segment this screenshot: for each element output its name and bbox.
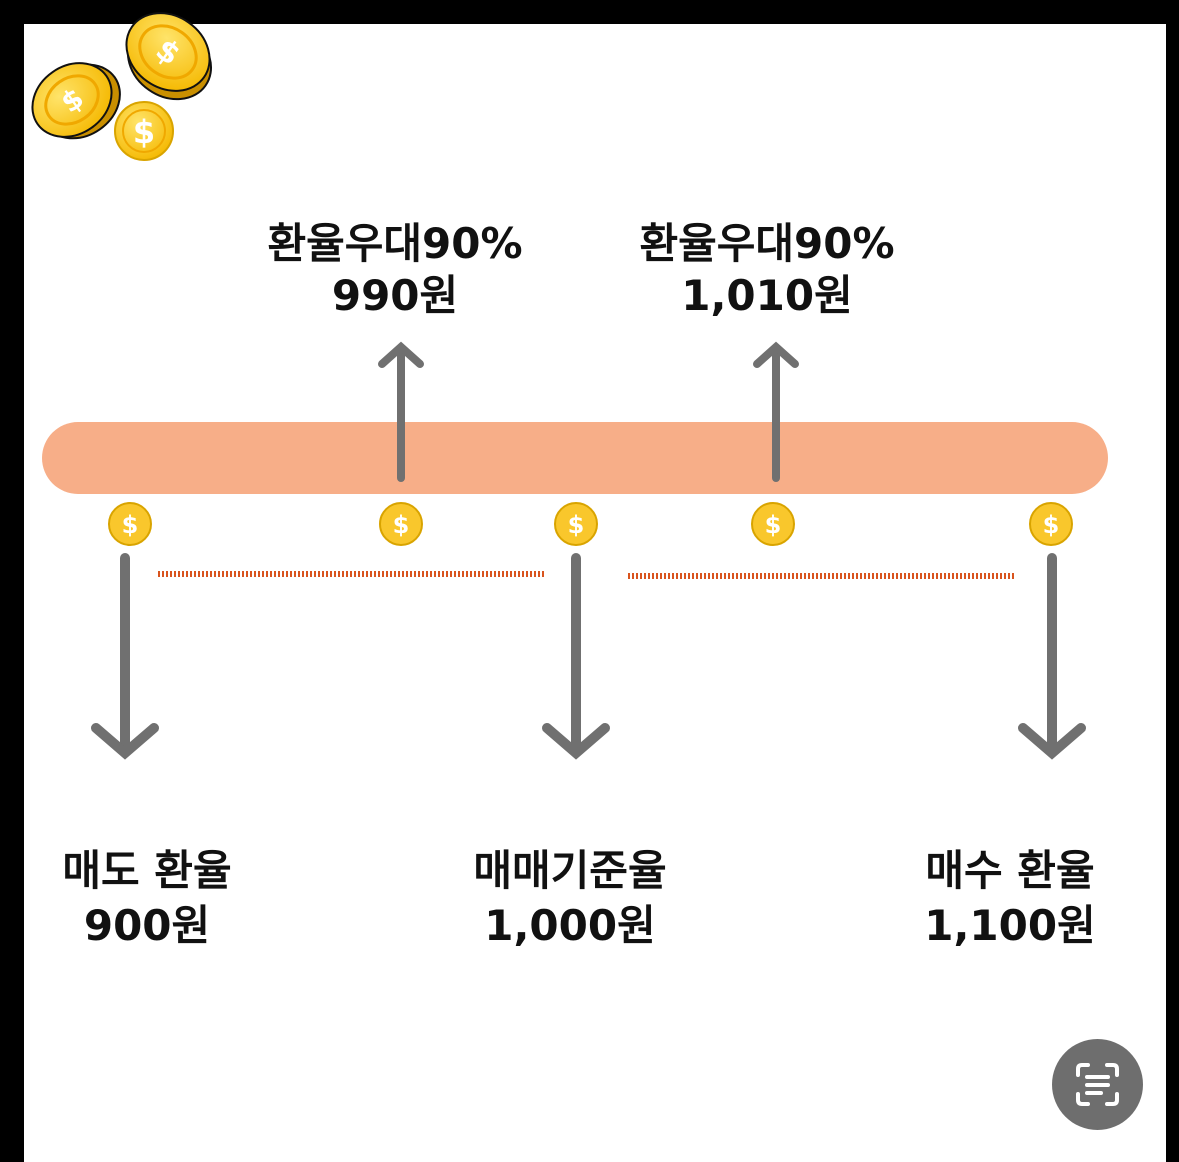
top-label-preferential-sell: 환율우대90% 990원 [215, 218, 575, 322]
bottom-label-value: 1,000원 [484, 901, 656, 950]
diagram-card [24, 24, 1166, 1162]
up-arrow-icon [753, 341, 799, 482]
top-label-value: 990원 [331, 271, 459, 320]
bottom-label-base-rate: 매매기준율 1,000원 [390, 843, 750, 953]
dollar-coin-icon: $ [1029, 502, 1073, 546]
top-label-preferential-buy: 환율우대90% 1,010원 [587, 218, 947, 322]
flat-coin-icon: $ [114, 101, 174, 161]
bottom-label-title: 매수 환율 [925, 846, 1095, 895]
coin-cluster-icon: $ $ $ [31, 12, 213, 161]
svg-text:$: $ [568, 511, 585, 539]
bottom-label-title: 매매기준율 [473, 846, 667, 895]
down-arrow-icon [542, 553, 610, 760]
rate-band [42, 422, 1108, 494]
top-label-title: 환율우대90% [267, 219, 523, 268]
dollar-coin-icon: $ [108, 502, 152, 546]
bottom-label-sell-rate: 매도 환율 900원 [0, 843, 327, 953]
tilted-coin-icon: $ [125, 12, 213, 101]
down-arrow-icon [91, 553, 159, 760]
svg-text:$: $ [1043, 511, 1060, 539]
bottom-label-title: 매도 환율 [62, 846, 232, 895]
svg-text:$: $ [765, 511, 782, 539]
bottom-label-value: 1,100원 [924, 901, 1096, 950]
svg-text:$: $ [122, 511, 139, 539]
svg-text:$: $ [393, 511, 410, 539]
dollar-coin-icon: $ [751, 502, 795, 546]
svg-text:$: $ [133, 113, 155, 151]
dollar-coin-icon: $ [379, 502, 423, 546]
bottom-label-value: 900원 [83, 901, 211, 950]
tilted-coin-icon: $ [31, 62, 121, 140]
text-scan-button[interactable] [1052, 1039, 1143, 1130]
up-arrow-icon [378, 341, 424, 482]
top-label-value: 1,010원 [681, 271, 853, 320]
down-arrow-icon [1018, 553, 1086, 760]
dollar-coin-icon: $ [554, 502, 598, 546]
text-scan-icon [1076, 1063, 1119, 1106]
bottom-label-buy-rate: 매수 환율 1,100원 [830, 843, 1179, 953]
top-label-title: 환율우대90% [639, 219, 895, 268]
